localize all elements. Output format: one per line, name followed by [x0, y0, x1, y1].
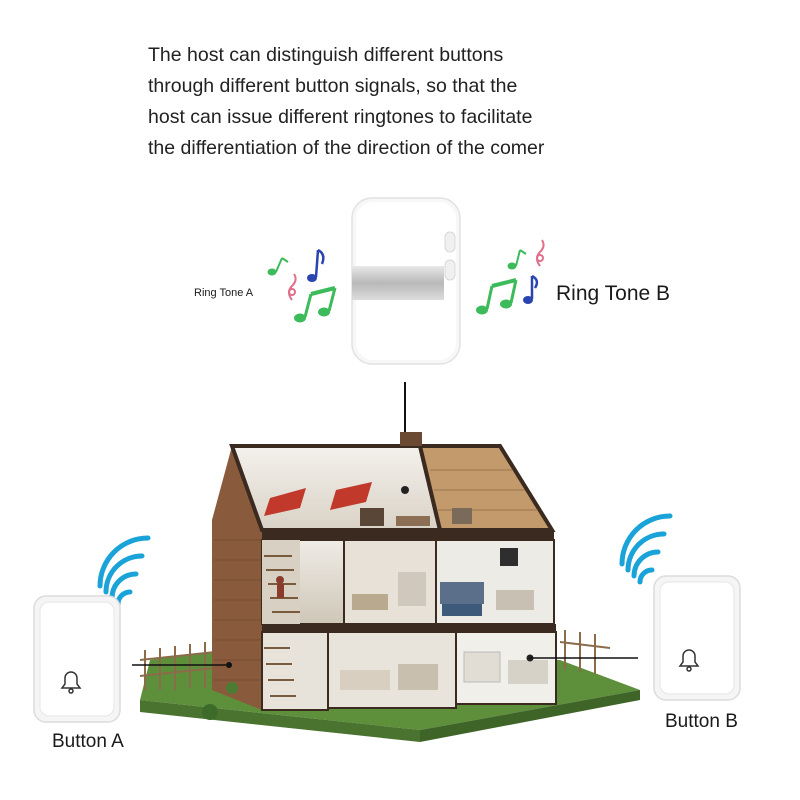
button-b-device: [653, 575, 741, 701]
doorbell-receiver-icon: [351, 197, 461, 365]
button-a-label: Button A: [52, 731, 124, 752]
button-b-label: Button B: [665, 711, 738, 732]
bell-icon: [60, 671, 82, 694]
button-a-device: [33, 595, 121, 723]
headline-line-1: The host can distinguish different butto…: [148, 44, 504, 66]
headline-line-4: the differentiation of the direction of …: [148, 137, 545, 159]
ring-tone-a-label: Ring Tone A: [194, 287, 254, 299]
wifi-signal-icon-left: [97, 535, 151, 607]
music-note-icon-left: [267, 248, 337, 323]
headline-line-3: host can issue different ringtones to fa…: [148, 106, 533, 128]
bell-icon: [678, 649, 700, 672]
headline-text: The host can distinguish different butto…: [148, 40, 668, 164]
house-cutaway-illustration: [139, 432, 640, 742]
headline-line-2: through different button signals, so tha…: [148, 75, 518, 97]
music-note-icon-right: [476, 239, 545, 315]
ring-tone-b-label: Ring Tone B: [556, 282, 671, 305]
wifi-signal-icon-right: [619, 513, 673, 585]
